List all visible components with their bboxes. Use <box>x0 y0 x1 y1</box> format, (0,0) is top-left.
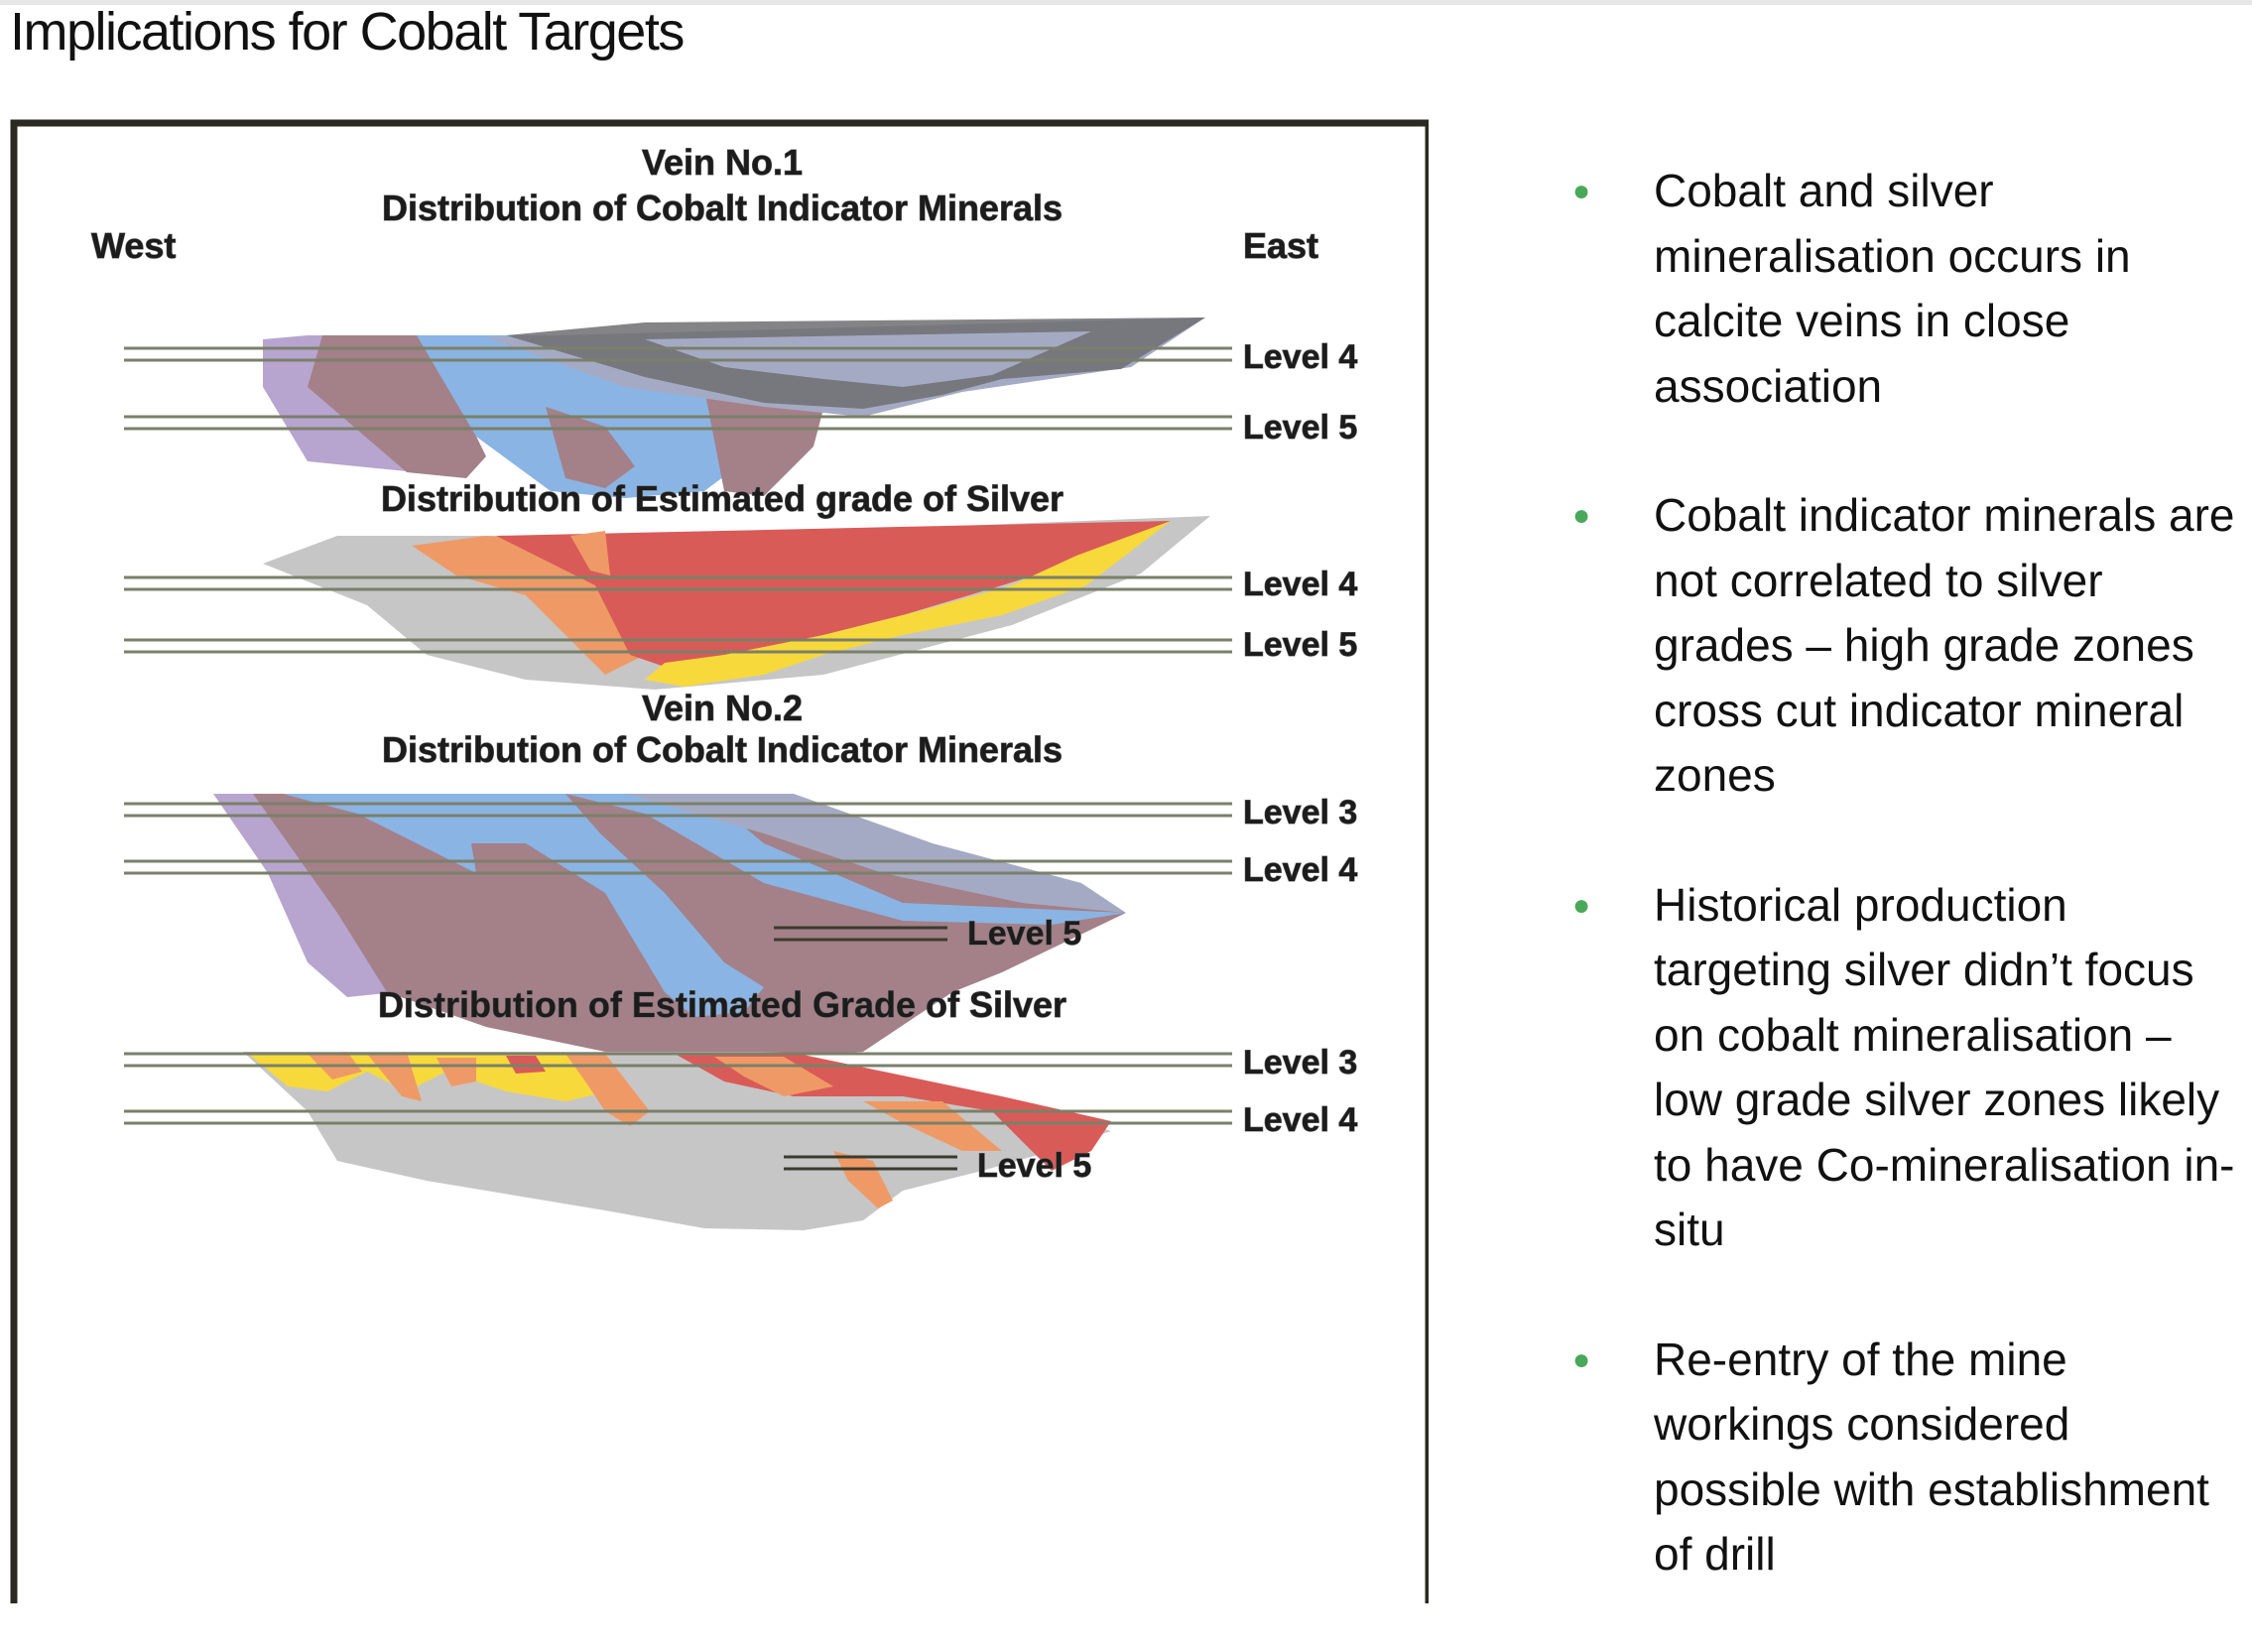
panel3-caption: Distribution of Cobalt Indicator Mineral… <box>382 729 1063 770</box>
vein2-cobalt-zone-blue <box>283 794 764 1017</box>
vein2-title: Vein No.2 <box>642 688 803 728</box>
bullet-text-2: Cobalt indicator minerals are not correl… <box>1654 489 2235 801</box>
bullet-item-3: ● Historical production targeting silver… <box>1563 873 2247 1263</box>
panel4-level4-label: Level 4 <box>1243 1101 1357 1139</box>
vein2-silver-zone-orange-7 <box>833 1151 893 1208</box>
panel4-level3-label: Level 3 <box>1243 1044 1357 1081</box>
bullet-text-3: Historical production targeting silver d… <box>1654 878 2235 1256</box>
panel3-level-lines <box>124 802 1232 942</box>
vein2-cobalt-zone-blue-east <box>565 794 1126 925</box>
panel4-caption: Distribution of Estimated Grade of Silve… <box>378 984 1066 1025</box>
vein-section-diagram: Vein No.1 Distribution of Cobalt Indicat… <box>10 119 1429 1603</box>
panel3-level5-label: Level 5 <box>967 915 1081 953</box>
panel2-grade-zones <box>263 516 1210 690</box>
east-label: East <box>1243 225 1318 266</box>
panel4-level5-label: Level 5 <box>977 1147 1091 1185</box>
key-points-list: ● Cobalt and silver mineralisation occur… <box>1563 159 2247 1652</box>
panel2-caption: Distribution of Estimated grade of Silve… <box>381 478 1063 519</box>
vein1-silver-zone-yellow <box>645 521 1171 687</box>
bullet-text-1: Cobalt and silver mineralisation occurs … <box>1654 165 2131 412</box>
vein2-silver-zone-orange-6 <box>863 1101 1002 1151</box>
panel1-level5-label: Level 5 <box>1243 409 1357 446</box>
west-label: West <box>91 225 176 266</box>
bullet-item-2: ● Cobalt indicator minerals are not corr… <box>1563 483 2247 809</box>
vein1-title: Vein No.1 <box>642 142 803 183</box>
page-title: Implications for Cobalt Targets <box>10 2 685 62</box>
panel1-caption: Distribution of Cobalt Indicator Mineral… <box>382 188 1063 228</box>
vein1-silver-zone-red <box>496 521 1171 667</box>
bullet-dot-icon: ● <box>1572 888 1591 922</box>
panel1-level4-label: Level 4 <box>1243 338 1357 376</box>
top-divider <box>0 0 2252 5</box>
panel2-level4-label: Level 4 <box>1243 566 1357 603</box>
bullet-dot-icon: ● <box>1572 175 1591 207</box>
bullet-item-1: ● Cobalt and silver mineralisation occur… <box>1563 159 2247 419</box>
bullet-dot-icon: ● <box>1572 499 1591 532</box>
bullet-dot-icon: ● <box>1572 1342 1591 1376</box>
vein2-silver-zone-orange-4 <box>565 1054 650 1126</box>
bullet-item-4: ● Re-entry of the mine workings consider… <box>1563 1328 2247 1588</box>
vein1-silver-zone-orange-spike <box>570 531 610 575</box>
bullet-text-4: Re-entry of the mine workings considered… <box>1654 1333 2209 1581</box>
vein2-cobalt-zone-slate <box>625 794 1126 913</box>
panel3-level3-label: Level 3 <box>1243 794 1357 831</box>
panel4-level-lines <box>124 1052 1232 1171</box>
panel2-level-lines <box>124 575 1232 654</box>
panel1-level-lines <box>124 346 1232 431</box>
vein-section-figure: Vein No.1 Distribution of Cobalt Indicat… <box>10 119 1429 1603</box>
panel2-level5-label: Level 5 <box>1243 626 1357 664</box>
panel3-level4-label: Level 4 <box>1243 851 1357 889</box>
